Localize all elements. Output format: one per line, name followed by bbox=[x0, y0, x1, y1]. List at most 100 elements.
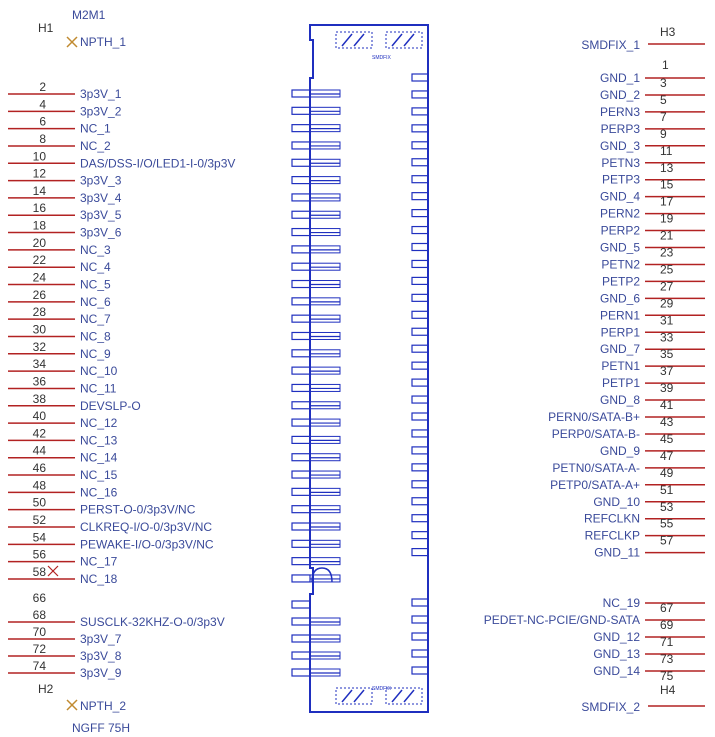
left-pin-label: NC_11 bbox=[80, 381, 117, 395]
left-pin-pad bbox=[291, 401, 311, 410]
left-pin-pad bbox=[291, 418, 311, 427]
npth-cross-1 bbox=[66, 36, 78, 48]
right-pin-number: 35 bbox=[660, 347, 674, 361]
right-pin-pad bbox=[411, 463, 429, 472]
right-pin-pad bbox=[411, 666, 429, 675]
right-pin-number: 21 bbox=[660, 229, 674, 243]
left-pin-number: 20 bbox=[33, 236, 47, 250]
left-pin-trace bbox=[309, 557, 341, 566]
left-pin-number: 24 bbox=[33, 271, 47, 285]
left-pin-label: NC_16 bbox=[80, 485, 118, 499]
right-pin-number: 41 bbox=[660, 398, 674, 412]
right-pin-label: GND_3 bbox=[600, 139, 640, 153]
right-pin-pad bbox=[411, 310, 429, 319]
left-pin-pad bbox=[291, 574, 311, 583]
right-pin-label: PERN2 bbox=[600, 207, 640, 221]
left-pin-pad bbox=[291, 141, 311, 150]
right-pin-number: 71 bbox=[660, 635, 674, 649]
right-pin-pad bbox=[411, 361, 429, 370]
left-pin-trace bbox=[309, 668, 341, 677]
right-pin-pad bbox=[411, 412, 429, 421]
right-pin-label: GND_10 bbox=[593, 495, 640, 509]
left-pin-trace bbox=[309, 262, 341, 271]
left-pin-pad bbox=[291, 124, 311, 133]
left-pin-pad bbox=[291, 193, 311, 202]
right-pin-number: 51 bbox=[660, 483, 674, 497]
left-pin-label: NC_14 bbox=[80, 451, 118, 465]
left-pin-trace bbox=[309, 158, 341, 167]
right-pin-number: 3 bbox=[660, 76, 667, 90]
right-pin-number: 5 bbox=[660, 93, 667, 107]
right-pin-number: 57 bbox=[660, 534, 674, 548]
designator-label: M2M1 bbox=[72, 8, 106, 22]
left-pin-trace bbox=[309, 366, 341, 375]
smd-pad-hatch bbox=[403, 33, 415, 47]
left-pin-trace bbox=[309, 141, 341, 150]
left-pin-pad bbox=[291, 227, 311, 237]
right-pin-label: PERP3 bbox=[601, 122, 641, 136]
right-pin-pad bbox=[411, 141, 429, 150]
left-pin-trace bbox=[309, 522, 341, 531]
right-pin-number: 55 bbox=[660, 517, 674, 531]
right-pin-pad bbox=[411, 531, 429, 540]
right-pin-label: PEDET-NC-PCIE/GND-SATA bbox=[484, 613, 640, 627]
left-pin-pad bbox=[291, 245, 311, 254]
left-pin-label: 3p3V_3 bbox=[80, 174, 122, 188]
left-pin-label: NC_3 bbox=[80, 243, 111, 257]
connector-tag-top: SMDFIX bbox=[372, 55, 392, 61]
left-pin-number: 52 bbox=[33, 513, 47, 527]
right-pin-number: 17 bbox=[660, 195, 674, 209]
right-pin-label: REFCLKP bbox=[585, 529, 640, 543]
left-pin-number: 50 bbox=[33, 496, 47, 510]
footprint-label: NGFF 75H bbox=[72, 721, 130, 735]
right-pin-pad bbox=[411, 497, 429, 506]
right-pin-pad bbox=[411, 242, 429, 252]
left-pin-label: NC_18 bbox=[80, 572, 118, 586]
left-pin-number: 48 bbox=[33, 478, 47, 492]
left-pin-trace bbox=[309, 574, 341, 583]
left-pin-label: 3p3V_4 bbox=[80, 191, 122, 205]
left-pin-label: 3p3V_6 bbox=[80, 226, 122, 240]
right-pin-pad bbox=[411, 192, 429, 201]
left-pin-number: 14 bbox=[33, 184, 47, 198]
left-pin-trace bbox=[309, 470, 341, 479]
left-pin-pad bbox=[291, 297, 311, 306]
left-pin-number: 36 bbox=[33, 374, 47, 388]
h4-ref: H4 bbox=[660, 683, 676, 697]
right-pin-number: 7 bbox=[660, 110, 667, 124]
smd-pad-1 bbox=[335, 31, 373, 49]
left-pin-trace bbox=[309, 228, 341, 237]
right-pin-pad bbox=[411, 378, 429, 387]
right-pin-number: 37 bbox=[660, 364, 674, 378]
right-pin-label: GND_8 bbox=[600, 393, 640, 407]
left-pin-pad bbox=[291, 617, 311, 626]
left-pin-label: NC_4 bbox=[80, 260, 111, 274]
left-pin-number: 44 bbox=[33, 444, 47, 458]
left-pin-pad bbox=[291, 651, 311, 660]
right-pin-pad bbox=[411, 344, 429, 353]
right-pin-pad bbox=[411, 514, 429, 523]
left-pin-number: 38 bbox=[33, 392, 47, 406]
static-layer bbox=[47, 24, 705, 713]
h4-net: SMDFIX_2 bbox=[581, 700, 640, 714]
h2-ref: H2 bbox=[38, 682, 54, 696]
left-pin-pad bbox=[291, 557, 311, 566]
left-pin-number: 8 bbox=[39, 132, 46, 146]
left-pin-pad bbox=[291, 176, 311, 185]
left-pin-number: 46 bbox=[33, 461, 47, 475]
left-pin-number: 68 bbox=[33, 608, 47, 622]
left-pin-trace bbox=[309, 176, 341, 185]
left-pin-label: PEWAKE-I/O-0/3p3V/NC bbox=[80, 537, 214, 551]
right-pin-pad bbox=[411, 598, 429, 607]
left-pin-label: NC_8 bbox=[80, 329, 111, 343]
smd-pad-hatch bbox=[391, 33, 403, 47]
left-pin-number: 28 bbox=[33, 305, 47, 319]
right-pin-number: 33 bbox=[660, 330, 674, 344]
right-pin-number: 39 bbox=[660, 381, 674, 395]
right-pin-label: PERP2 bbox=[601, 224, 641, 238]
left-pin-trace bbox=[309, 453, 341, 462]
left-pin-number: 70 bbox=[33, 625, 47, 639]
right-pin-label: REFCLKN bbox=[584, 512, 640, 526]
right-pin-number: 75 bbox=[660, 669, 674, 683]
